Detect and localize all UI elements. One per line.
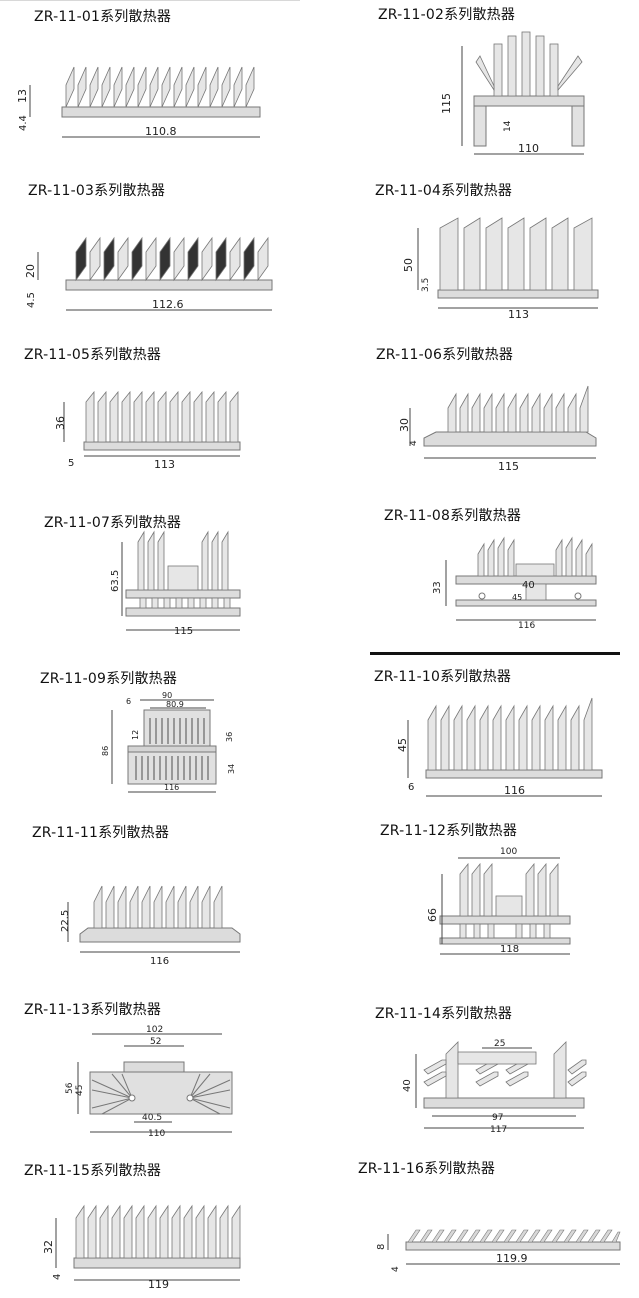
product-title: ZR-11-04系列散热器 bbox=[375, 183, 513, 199]
dimension-label: 14 bbox=[503, 120, 513, 132]
product-title: ZR-11-06系列散热器 bbox=[376, 347, 514, 363]
heatsink-drawing: 50 3.5 113 bbox=[402, 217, 599, 321]
product-title: ZR-11-15系列散热器 bbox=[24, 1163, 162, 1179]
dimension-label: 50 bbox=[402, 258, 415, 272]
top-divider bbox=[0, 0, 300, 1]
dimension-label: 20 bbox=[24, 264, 37, 278]
dimension-label: 33 bbox=[432, 581, 443, 594]
product-title: ZR-11-05系列散热器 bbox=[24, 347, 162, 363]
product-title: ZR-11-08系列散热器 bbox=[384, 508, 522, 524]
dimension-label: 5 bbox=[68, 458, 74, 469]
dimension-label: 52 bbox=[150, 1037, 161, 1047]
product-title: ZR-11-16系列散热器 bbox=[358, 1161, 496, 1177]
dimension-label: 90 bbox=[162, 691, 172, 700]
dimension-label: 45 bbox=[396, 738, 409, 752]
dimension-label: 3.5 bbox=[421, 278, 431, 292]
dimension-label: 45 bbox=[75, 1085, 85, 1096]
dimension-label: 97 bbox=[492, 1113, 503, 1123]
dimension-label: 4.5 bbox=[26, 292, 37, 308]
heatsink-drawing: 30 4 115 bbox=[398, 385, 597, 473]
heatsink-drawing: 33 40 45 116 bbox=[432, 536, 597, 631]
product-title: ZR-11-12系列散热器 bbox=[380, 823, 518, 839]
dimension-label: 30 bbox=[398, 418, 411, 432]
dimension-label: 13 bbox=[16, 89, 29, 103]
heatsink-drawing: 36 5 113 bbox=[54, 390, 241, 471]
dimension-label: 117 bbox=[490, 1125, 507, 1135]
product-title: ZR-11-07系列散热器 bbox=[44, 515, 182, 531]
heatsink-drawing: 102 52 56 45 40.5 110 bbox=[65, 1025, 233, 1139]
dimension-label: 4 bbox=[52, 1274, 63, 1280]
dimension-label: 102 bbox=[146, 1025, 163, 1035]
product-title: ZR-11-14系列散热器 bbox=[375, 1006, 513, 1022]
dimension-label: 116 bbox=[518, 621, 535, 631]
dimension-label: 100 bbox=[500, 847, 517, 857]
product-title: ZR-11-09系列散热器 bbox=[40, 671, 178, 687]
dimension-label: 36 bbox=[54, 416, 67, 430]
product-title: ZR-11-03系列散热器 bbox=[28, 183, 166, 199]
heatsink-drawing: 100 66 118 bbox=[426, 847, 571, 955]
dimension-label: 25 bbox=[494, 1039, 505, 1049]
dimension-label: 4 bbox=[391, 1266, 401, 1272]
dimension-label: 116 bbox=[150, 956, 169, 967]
dimension-label: 40 bbox=[522, 580, 535, 591]
dimension-label: 45 bbox=[512, 593, 522, 602]
dimension-label: 40.5 bbox=[142, 1113, 162, 1123]
dimension-label: 22.5 bbox=[60, 910, 71, 932]
dimension-label: 119 bbox=[148, 1278, 169, 1291]
product-title: ZR-11-10系列散热器 bbox=[374, 669, 512, 685]
dimension-label: 112.6 bbox=[152, 298, 184, 311]
heatsink-drawing: 63.5 115 bbox=[110, 530, 241, 637]
dimension-label: 115 bbox=[498, 460, 519, 473]
heatsink-drawing: 22.5 116 bbox=[60, 885, 241, 967]
dimension-label: 116 bbox=[504, 784, 525, 797]
heatsink-drawing: 20 4.5 112.6 bbox=[24, 236, 273, 311]
heatsink-drawing: 13 4.4 110.8 bbox=[16, 66, 261, 138]
heatsink-drawing: 90 80.9 6 12 86 36 34 116 bbox=[101, 691, 236, 793]
heatsink-drawing: 115 14 110 bbox=[440, 31, 585, 155]
dimension-label: 63.5 bbox=[110, 570, 121, 592]
heatsink-drawing: 25 40 97 117 bbox=[402, 1039, 587, 1135]
dimension-label: 115 bbox=[440, 93, 453, 114]
heatsink-drawing: 8 4 119.9 bbox=[376, 1229, 621, 1272]
dimension-label: 116 bbox=[164, 783, 179, 792]
dimension-label: 119.9 bbox=[496, 1252, 528, 1265]
dimension-label: 56 bbox=[65, 1082, 75, 1094]
heatsink-drawing: 45 6 116 bbox=[396, 697, 603, 797]
dimension-label: 113 bbox=[508, 308, 529, 321]
section-divider bbox=[370, 652, 620, 655]
dimension-label: 110 bbox=[148, 1129, 165, 1139]
dimension-label: 118 bbox=[500, 944, 519, 955]
dimension-label: 66 bbox=[426, 908, 439, 922]
product-title: ZR-11-13系列散热器 bbox=[24, 1002, 162, 1018]
product-title: ZR-11-11系列散热器 bbox=[32, 825, 170, 841]
dimension-label: 113 bbox=[154, 458, 175, 471]
dimension-label: 86 bbox=[101, 746, 110, 756]
dimension-label: 4.4 bbox=[18, 115, 29, 131]
product-title: ZR-11-02系列散热器 bbox=[378, 7, 516, 23]
dimension-label: 6 bbox=[408, 782, 414, 793]
dimension-label: 40 bbox=[402, 1079, 413, 1092]
dimension-label: 110.8 bbox=[145, 125, 177, 138]
dimension-label: 12 bbox=[131, 730, 140, 740]
heatsink-drawing: 32 4 119 bbox=[42, 1204, 241, 1291]
dimension-label: 4 bbox=[409, 440, 419, 446]
dimension-label: 8 bbox=[376, 1244, 387, 1250]
product-title: ZR-11-01系列散热器 bbox=[34, 9, 172, 25]
dimension-label: 32 bbox=[42, 1240, 55, 1254]
dimension-label: 80.9 bbox=[166, 700, 184, 709]
dimension-label: 36 bbox=[225, 732, 234, 742]
dimension-label: 115 bbox=[174, 626, 193, 637]
dimension-label: 34 bbox=[227, 764, 236, 774]
dimension-label: 6 bbox=[126, 697, 131, 706]
dimension-label: 110 bbox=[518, 142, 539, 155]
